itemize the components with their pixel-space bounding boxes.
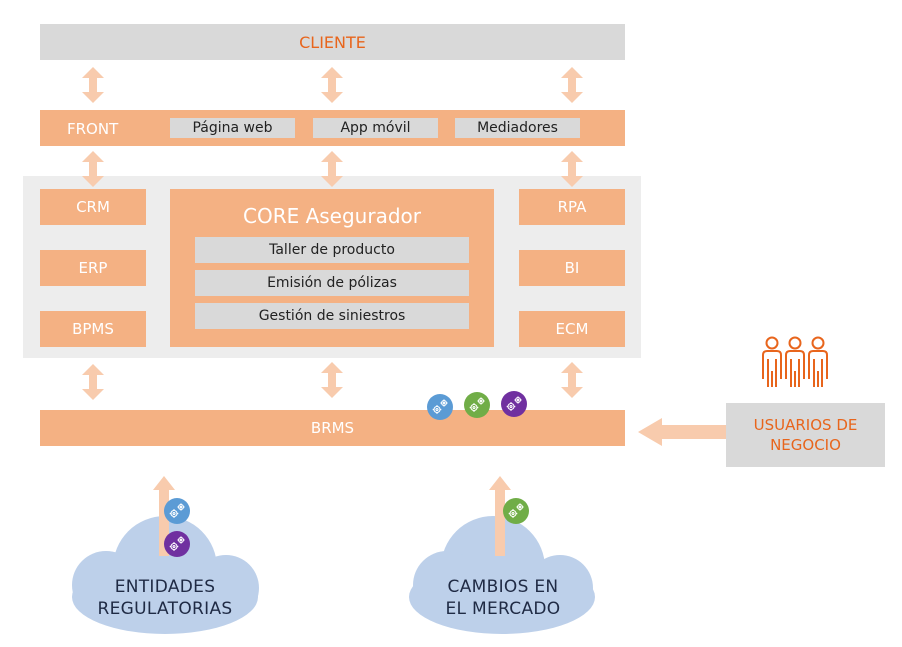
channel-mediators: Mediadores [455, 118, 580, 138]
core-module-claims: Gestión de siniestros [195, 303, 469, 329]
arrow-core-brms [321, 362, 343, 398]
crm-box: CRM [40, 189, 146, 225]
gears-icon-purple-regulators [164, 531, 190, 557]
core-module-product: Taller de producto [195, 237, 469, 263]
arrow-client-front-right [561, 67, 583, 103]
business-users-line2: NEGOCIO [770, 436, 841, 454]
cliente-label: CLIENTE [299, 32, 366, 52]
core-title: CORE Asegurador [242, 204, 421, 228]
arrow-front-rpa [561, 151, 583, 187]
channel-web: Página web [170, 118, 295, 138]
rpa-box: RPA [519, 189, 625, 225]
erp-box: ERP [40, 250, 146, 286]
gears-icon-green-market [503, 498, 529, 524]
cliente-bar: CLIENTE [40, 24, 625, 60]
gears-icon-blue-regulators [164, 498, 190, 524]
business-users-box: USUARIOS DE NEGOCIO [726, 403, 885, 467]
gears-icon-blue-brms [427, 394, 453, 420]
ecm-box: ECM [519, 311, 625, 347]
brms-bar: BRMS [40, 410, 625, 446]
arrow-market-to-brms [489, 476, 511, 556]
core-module-policies: Emisión de pólizas [195, 270, 469, 296]
regulators-line1: ENTIDADES [114, 577, 216, 597]
arrow-users-to-brms [638, 418, 726, 446]
arrow-client-front-left [82, 67, 104, 103]
cloud-market [409, 516, 595, 634]
cloud-regulators [72, 516, 259, 634]
regulators-label: ENTIDADES REGULATORIAS [72, 574, 258, 622]
arrow-client-front-center [321, 67, 343, 103]
business-users-line1: USUARIOS DE [753, 416, 858, 434]
bi-box: BI [519, 250, 625, 286]
front-label: FRONT [67, 120, 119, 138]
arrow-ecm-brms [561, 362, 583, 398]
arrow-bpms-brms [82, 364, 104, 400]
gears-icon-purple-brms [501, 391, 527, 417]
bpms-box: BPMS [40, 311, 146, 347]
brms-label: BRMS [310, 419, 355, 437]
regulators-line2: REGULATORIAS [97, 599, 233, 619]
arrow-front-crm [82, 151, 104, 187]
market-line1: CAMBIOS EN [447, 577, 559, 597]
market-line2: EL MERCADO [445, 599, 561, 619]
channel-app: App móvil [313, 118, 438, 138]
gears-icon-green-brms [464, 392, 490, 418]
arrow-front-core [321, 151, 343, 187]
arrow-regulators-to-brms [153, 476, 175, 556]
market-label: CAMBIOS EN EL MERCADO [410, 574, 596, 622]
people-group-icon [762, 336, 828, 388]
